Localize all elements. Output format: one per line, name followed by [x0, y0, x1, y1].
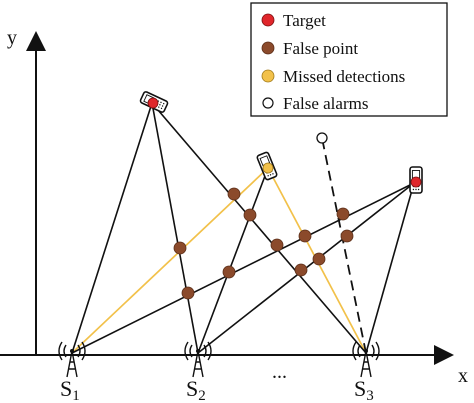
missed-detection-point [262, 162, 274, 174]
y-axis-label: y [7, 27, 17, 49]
line-s2-target2 [197, 167, 269, 354]
line-s3-target3 [365, 182, 415, 354]
antenna-tower-icon [184, 341, 212, 378]
line-s3-target1 [151, 102, 367, 354]
false-point [173, 241, 187, 255]
line-s1-target1 [71, 102, 153, 354]
legend-false-alarm-marker [262, 97, 274, 109]
sensor-label-s2: S2 [186, 376, 206, 403]
false-point [222, 265, 236, 279]
false-point [340, 229, 354, 243]
false-point [312, 252, 326, 266]
x-axis-label: x [458, 365, 468, 387]
false-point [336, 207, 350, 221]
false-alarm-line [321, 137, 367, 354]
antenna-tower-icon [352, 341, 380, 378]
line-s1-target3 [71, 182, 415, 354]
false-point [243, 208, 257, 222]
false-point [298, 229, 312, 243]
legend-target-label: Target [283, 11, 326, 30]
false-alarm-point [316, 132, 328, 144]
line-s2-target1 [151, 102, 199, 354]
legend-missed-marker [261, 69, 275, 83]
target-point [410, 176, 422, 188]
false-point [227, 187, 241, 201]
legend-missed-label: Missed detections [283, 67, 405, 86]
legend: Target False point Missed detections Fal… [250, 2, 448, 117]
false-point [270, 238, 284, 252]
false-point [181, 286, 195, 300]
legend-false-point-label: False point [283, 39, 358, 58]
sensor-label-s3: S3 [354, 376, 374, 403]
false-point [294, 263, 308, 277]
target-point [147, 97, 159, 109]
legend-false-alarm-label: False alarms [283, 94, 368, 113]
legend-target-marker [261, 13, 275, 27]
legend-box [250, 2, 448, 117]
sensor-label-s1: S1 [60, 376, 80, 403]
measurement-lines [71, 102, 415, 354]
antenna-tower-icon [58, 341, 86, 378]
sensor-ellipsis: ... [272, 361, 287, 383]
legend-false-point-marker [261, 41, 275, 55]
false-points [173, 187, 354, 300]
